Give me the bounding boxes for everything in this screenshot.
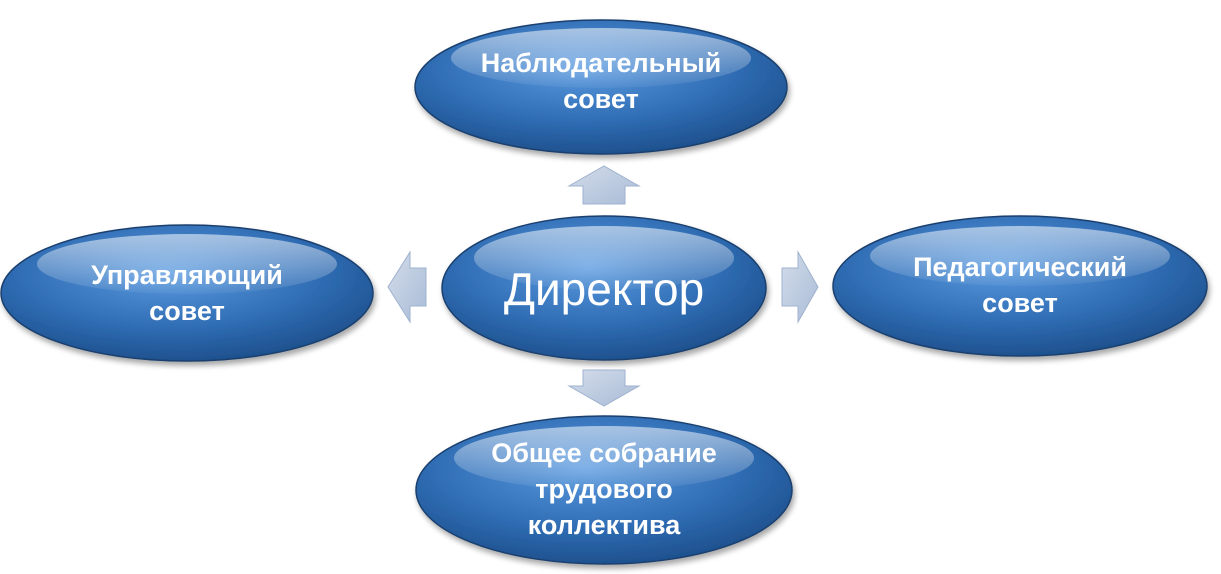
node-bottom: Общее собрание трудового коллектива <box>415 415 793 565</box>
node-center-label: Директор <box>504 263 704 315</box>
node-right-line2: совет <box>982 288 1058 318</box>
node-top-line2: совет <box>563 84 639 114</box>
node-left: Управляющий совет <box>0 224 374 362</box>
arrow-up <box>567 165 641 205</box>
node-top-line1: Наблюдательный <box>481 48 721 78</box>
arrow-down <box>567 369 641 407</box>
node-right-line1: Педагогический <box>913 252 1127 282</box>
arrow-left <box>387 250 427 324</box>
node-bottom-line2: трудового <box>535 474 672 504</box>
node-bottom-line3: коллектива <box>528 510 682 540</box>
node-center: Директор <box>441 215 767 361</box>
node-bottom-line1: Общее собрание <box>491 438 717 468</box>
arrow-right <box>781 250 819 324</box>
node-right: Педагогический совет <box>832 215 1208 357</box>
node-left-line1: Управляющий <box>91 260 283 290</box>
node-top: Наблюдательный совет <box>414 19 788 155</box>
node-left-line2: совет <box>149 296 225 326</box>
